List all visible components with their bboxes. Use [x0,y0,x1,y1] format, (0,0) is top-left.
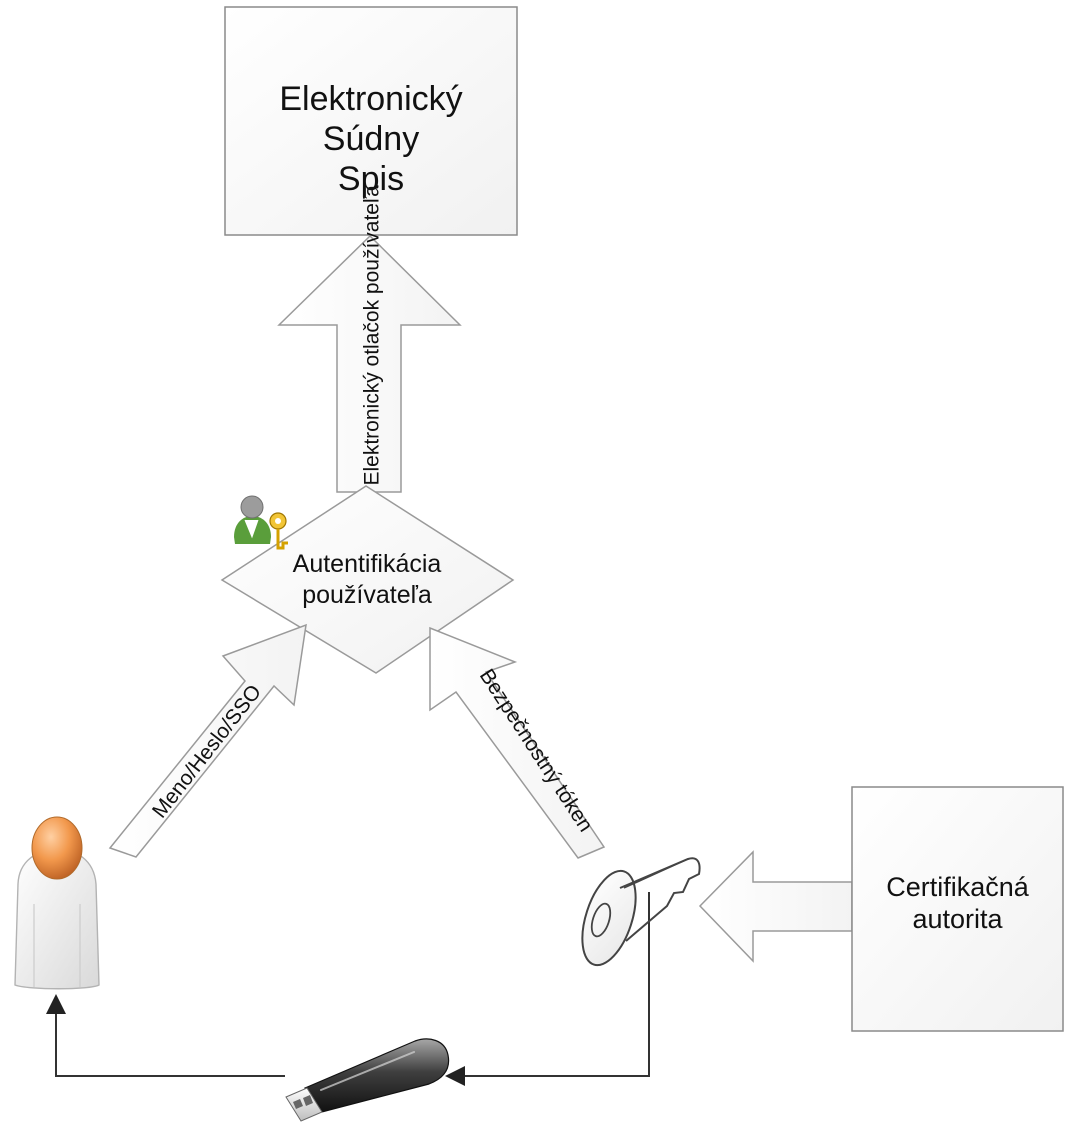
user-icon [14,816,100,990]
authentication-label: Autentifikácia používateľa [292,550,442,609]
connector-key-to-usb [445,892,650,1086]
certificate-authority-box [851,786,1064,1032]
key-icon [581,857,701,967]
electronic-court-file-box [224,6,518,236]
certificate-arrow [698,850,853,963]
usb-drive-icon [285,1038,450,1122]
security-token-arrow [429,626,606,859]
credentials-arrow [108,623,307,858]
electronic-court-file-label: Elektronický Súdny Spis [279,80,463,198]
authentication-diamond [220,485,515,674]
connector-usb-to-user [46,994,285,1077]
electronic-fingerprint-arrow-label: Elektronický otlačok používateľa [360,185,384,486]
electronic-fingerprint-arrow [277,234,462,493]
authenticated-user-key-icon [234,495,288,550]
certificate-authority-label: Certifikačná autorita [886,872,1029,934]
